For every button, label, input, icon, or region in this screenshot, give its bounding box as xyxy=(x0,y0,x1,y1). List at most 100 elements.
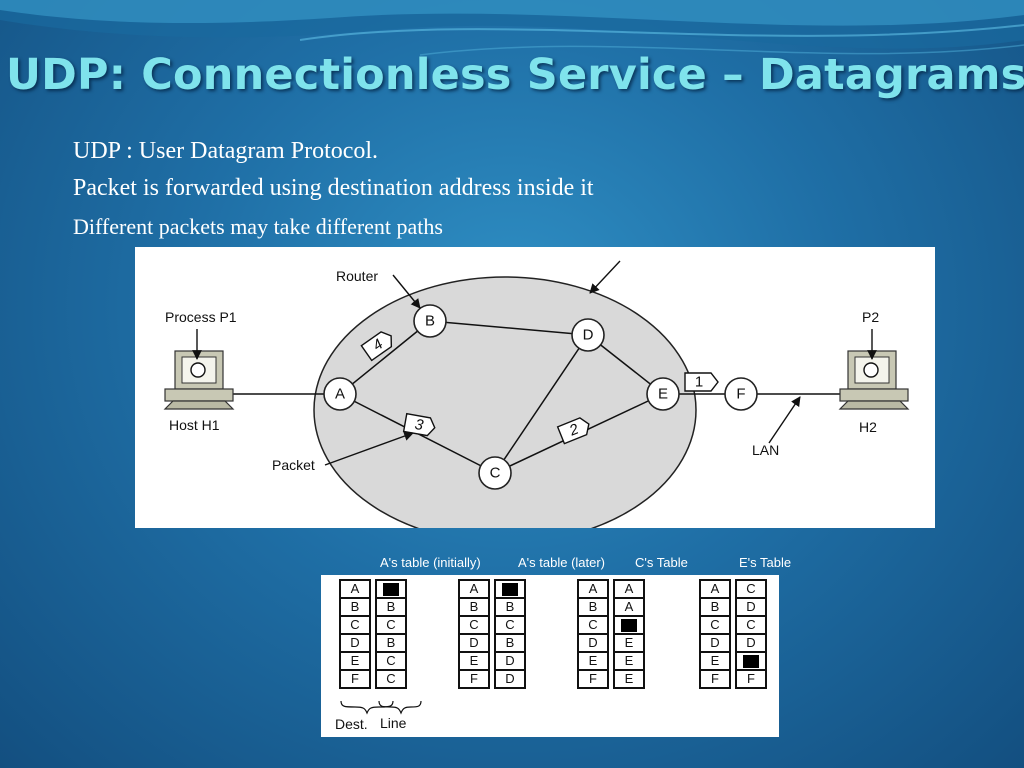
line-cell: C xyxy=(375,669,407,689)
svg-text:E: E xyxy=(658,386,668,403)
host-h2-computer-icon xyxy=(838,350,910,410)
dest-cell: C xyxy=(339,615,371,635)
line-label: Line xyxy=(380,715,407,731)
dest-cell: C xyxy=(458,615,490,635)
line-cell xyxy=(494,579,526,599)
dest-cell: B xyxy=(458,597,490,617)
svg-text:D: D xyxy=(583,327,594,344)
line-cell: B xyxy=(494,633,526,653)
carrier-callout-arrow xyxy=(589,260,621,294)
line-cell: F xyxy=(735,669,767,689)
lan-callout-arrow xyxy=(768,396,801,444)
link-a-b xyxy=(339,320,431,395)
dest-cell: B xyxy=(339,597,371,617)
host-h1-label: Host H1 xyxy=(169,417,220,433)
table-row: A xyxy=(339,579,407,599)
router-c: C xyxy=(478,456,512,490)
dest-cell: F xyxy=(577,669,609,689)
table-row: C xyxy=(577,615,645,635)
packet-2: 2 xyxy=(556,417,590,445)
local-entry-block xyxy=(621,619,637,633)
packet-label: Packet xyxy=(272,457,315,473)
dest-cell: B xyxy=(699,597,731,617)
process-p1-label: Process P1 xyxy=(165,309,237,325)
dest-cell: A xyxy=(577,579,609,599)
packet-3: 3 xyxy=(402,412,436,437)
line-cell: E xyxy=(613,669,645,689)
local-entry-block xyxy=(502,583,518,597)
router-b: B xyxy=(413,304,447,338)
svg-text:C: C xyxy=(490,465,501,482)
svg-text:3: 3 xyxy=(413,416,425,434)
svg-text:A: A xyxy=(335,386,345,403)
dest-cell: C xyxy=(577,615,609,635)
line-cell: C xyxy=(735,615,767,635)
link-b-d xyxy=(429,320,589,336)
local-entry-block xyxy=(383,583,399,597)
dest-cell: C xyxy=(699,615,731,635)
line-cell: A xyxy=(613,579,645,599)
dest-cell: E xyxy=(339,651,371,671)
h2-label: H2 xyxy=(859,419,877,435)
svg-text:F: F xyxy=(736,386,745,403)
dest-cell: F xyxy=(458,669,490,689)
bullet-2: Packet is forwarded using destination ad… xyxy=(73,175,594,201)
p2-label: P2 xyxy=(862,309,879,325)
dest-cell: A xyxy=(458,579,490,599)
caption-a-later: A's table (later) xyxy=(518,555,606,570)
column-brackets xyxy=(340,700,422,715)
dest-label: Dest. xyxy=(335,716,368,732)
line-cell: D xyxy=(494,651,526,671)
line-cell: C xyxy=(375,651,407,671)
dest-cell: D xyxy=(339,633,371,653)
bullet-3: Different packets may take different pat… xyxy=(73,214,443,239)
table-row: A xyxy=(458,579,526,599)
line-cell: B xyxy=(375,597,407,617)
dest-cell: E xyxy=(458,651,490,671)
line-cell xyxy=(613,615,645,635)
line-cell: C xyxy=(735,579,767,599)
line-cell: B xyxy=(375,633,407,653)
router-callout-arrow xyxy=(392,274,421,309)
dest-cell: F xyxy=(699,669,731,689)
host-h1-computer-icon xyxy=(163,350,235,410)
line-cell xyxy=(735,651,767,671)
line-cell: A xyxy=(613,597,645,617)
header-swoosh-decoration xyxy=(0,0,1024,56)
router-d: D xyxy=(571,318,605,352)
packet-4: 4 xyxy=(360,331,393,362)
caption-e-table: E's Table xyxy=(739,555,792,570)
line-cell: D xyxy=(735,597,767,617)
router-e: E xyxy=(646,377,680,411)
router-f: F xyxy=(724,377,758,411)
line-cell: C xyxy=(494,615,526,635)
dest-cell: D xyxy=(577,633,609,653)
line-cell: D xyxy=(735,633,767,653)
local-entry-block xyxy=(743,655,759,669)
dest-cell: E xyxy=(699,651,731,671)
carrier-network xyxy=(313,276,697,528)
caption-c-table: C's Table xyxy=(635,555,688,570)
bullet-1: UDP : User Datagram Protocol. xyxy=(73,138,379,164)
lan-label: LAN xyxy=(752,442,779,458)
packet-callout-arrow xyxy=(324,431,414,466)
line-cell xyxy=(375,579,407,599)
dest-cell: D xyxy=(699,633,731,653)
dest-cell: D xyxy=(458,633,490,653)
